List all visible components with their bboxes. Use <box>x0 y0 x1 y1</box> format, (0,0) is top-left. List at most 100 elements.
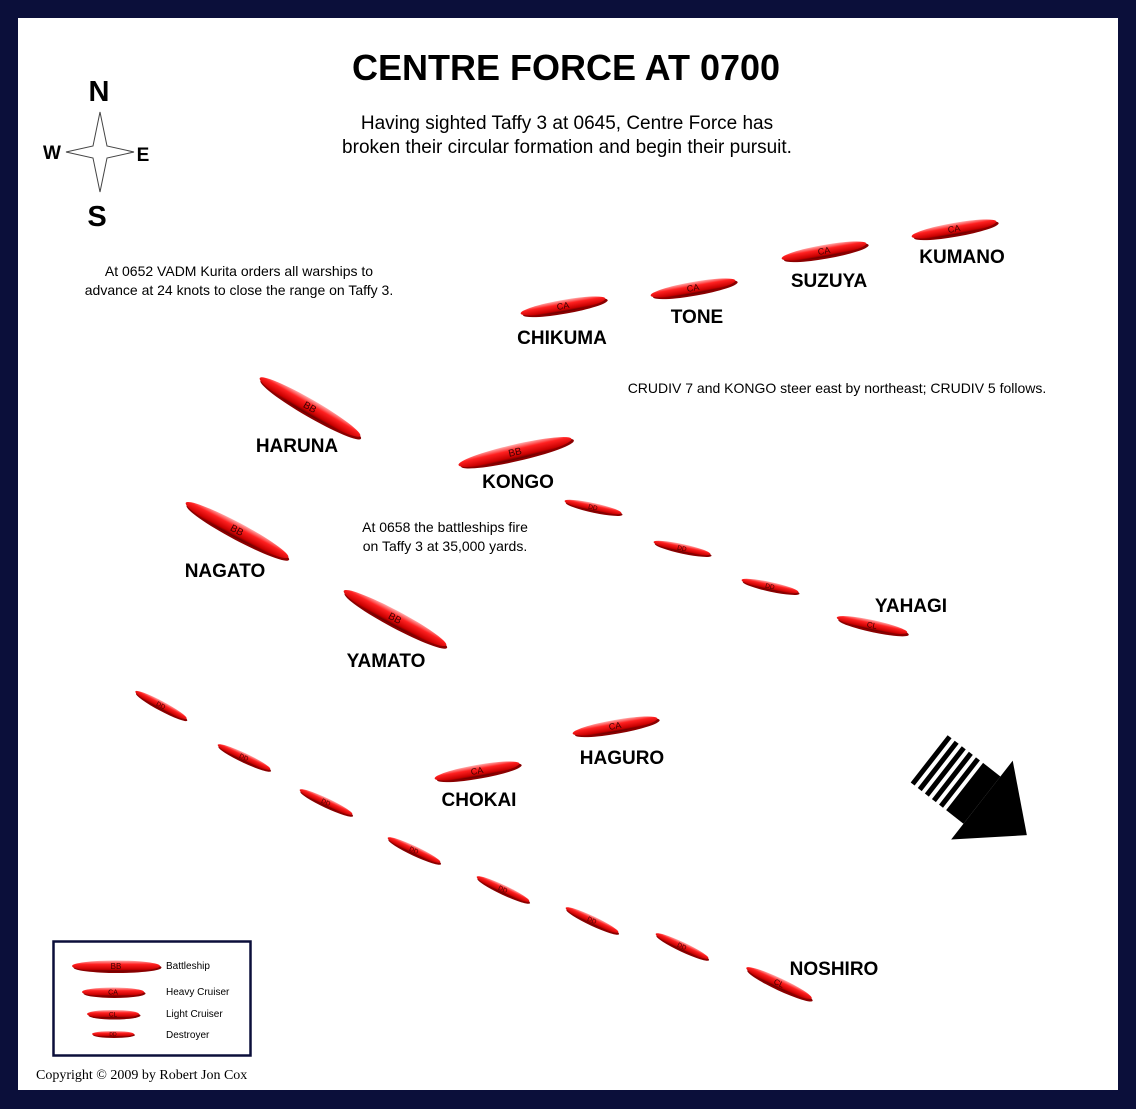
subtitle-line-1: Having sighted Taffy 3 at 0645, Centre F… <box>361 113 773 134</box>
ship-label-kumano: KUMANO <box>919 247 1005 268</box>
legend: BB Battleship CA Heavy Cruiser CL Light … <box>52 940 252 1057</box>
light-cruiser-icon <box>836 616 908 634</box>
ship-type-code: BB <box>507 446 523 460</box>
compass-west: W <box>43 143 61 164</box>
destroyer: DD <box>299 789 354 817</box>
kurita-note-line-1: At 0652 VADM Kurita orders all warships … <box>105 263 373 279</box>
ship-type-code: CA <box>556 300 570 312</box>
ship-haguro: CA <box>572 716 660 738</box>
legend-item-battleship: BB Battleship <box>72 960 210 973</box>
ship-type-code: DD <box>155 701 167 712</box>
ship-type-code: CA <box>608 720 622 732</box>
ship-type-code: CA <box>817 245 831 257</box>
destroyer: DD <box>564 499 623 516</box>
destroyer: DD <box>655 933 710 961</box>
destroyer-icon <box>653 540 711 556</box>
heavy-cruiser-icon <box>572 716 658 736</box>
heavy-cruiser-icon <box>650 278 736 298</box>
compass-south: S <box>87 201 106 233</box>
destroyer-icon <box>655 933 709 959</box>
kurita-note-line-2: advance at 24 knots to close the range o… <box>85 282 393 298</box>
ship-yamato: BB <box>343 589 448 649</box>
ship-label-kongo: KONGO <box>482 472 554 493</box>
heavy-cruiser-icon <box>82 987 144 997</box>
light-cruiser-icon <box>746 967 812 999</box>
compass-north: N <box>89 76 110 108</box>
ship-type-code: CL <box>866 620 878 631</box>
heavy-cruiser-icon <box>520 296 606 316</box>
destroyer-icon <box>741 578 799 594</box>
ship-label-suzuya: SUZUYA <box>791 271 868 292</box>
ship-tone: CA <box>650 278 738 300</box>
heavy-cruiser-icon <box>781 241 867 261</box>
destroyer-icon <box>476 876 530 902</box>
ship-type-code: BB <box>111 962 122 971</box>
heavy-cruiser-icon <box>434 761 520 781</box>
legend-item-heavy-cruiser: CA Heavy Cruiser <box>82 987 230 998</box>
battleship-fire-note-line-2: on Taffy 3 at 35,000 yards. <box>363 538 528 554</box>
ship-noshiro: CL <box>746 967 813 1002</box>
legend-label-destroyer: Destroyer <box>166 1030 210 1041</box>
legend-label-light-cruiser: Light Cruiser <box>166 1009 223 1020</box>
compass-rose: N S E W <box>43 76 149 233</box>
ship-type-code: DD <box>109 1032 117 1038</box>
ship-type-code: CL <box>772 977 786 990</box>
destroyer-icon <box>92 1031 134 1037</box>
legend-label-battleship: Battleship <box>166 961 210 972</box>
ship-kumano: CA <box>911 219 999 241</box>
ship-type-code: DD <box>676 942 688 952</box>
ship-label-haruna: HARUNA <box>256 436 339 457</box>
ship-type-code: DD <box>320 798 332 808</box>
destroyer: DD <box>653 540 712 557</box>
destroyer: DD <box>135 690 188 722</box>
compass-east: E <box>137 145 150 166</box>
ship-suzuya: CA <box>781 241 869 263</box>
destroyer-icon <box>217 744 271 770</box>
ship-type-code: DD <box>408 846 420 856</box>
ship-label-chikuma: CHIKUMA <box>517 328 607 349</box>
ship-type-code: DD <box>497 885 509 895</box>
ship-type-code: CL <box>109 1012 118 1019</box>
ship-haruna: BB <box>259 377 362 440</box>
destroyer: DD <box>217 744 272 772</box>
ship-label-haguro: HAGURO <box>580 748 664 769</box>
ship-label-yamato: YAMATO <box>347 651 426 672</box>
ship-type-code: DD <box>238 753 250 763</box>
ship-chikuma: CA <box>520 296 608 318</box>
pursuit-direction-arrow-icon <box>910 735 1027 840</box>
heavy-cruiser-icon <box>911 219 997 239</box>
legend-label-heavy-cruiser: Heavy Cruiser <box>166 987 230 998</box>
destroyer-icon <box>135 690 187 720</box>
page-title: CENTRE FORCE AT 0700 <box>352 47 780 88</box>
battleship-icon <box>458 437 572 467</box>
ship-nagato: BB <box>185 501 290 561</box>
legend-item-destroyer: DD Destroyer <box>92 1030 210 1041</box>
ship-chokai: CA <box>434 761 522 783</box>
ship-label-noshiro: NOSHIRO <box>790 959 879 980</box>
ship-type-code: CA <box>686 282 700 294</box>
ship-type-code: DD <box>764 583 775 592</box>
battleship-fire-note-line-1: At 0658 the battleships fire <box>362 519 528 535</box>
ship-type-code: DD <box>586 916 598 926</box>
destroyer-icon <box>299 789 353 815</box>
battleship-icon <box>185 501 289 559</box>
subtitle-line-2: broken their circular formation and begi… <box>342 137 792 158</box>
destroyer-icon <box>387 837 441 863</box>
ship-label-yahagi: YAHAGI <box>875 596 947 617</box>
destroyer: DD <box>387 837 442 865</box>
destroyer-icon <box>564 499 622 515</box>
legend-box <box>52 940 252 1057</box>
battleship-icon <box>259 377 361 437</box>
compass-star-icon <box>65 111 135 193</box>
battleship-icon <box>72 960 160 972</box>
ship-label-tone: TONE <box>671 307 723 328</box>
ship-label-chokai: CHOKAI <box>442 790 517 811</box>
destroyer: DD <box>741 578 800 595</box>
light-cruiser-icon <box>87 1010 139 1018</box>
ship-type-code: DD <box>676 545 687 554</box>
ship-kongo: BB <box>458 437 574 469</box>
ship-type-code: CA <box>108 990 118 997</box>
battleship-icon <box>343 589 447 647</box>
ship-yahagi: CL <box>836 616 909 637</box>
